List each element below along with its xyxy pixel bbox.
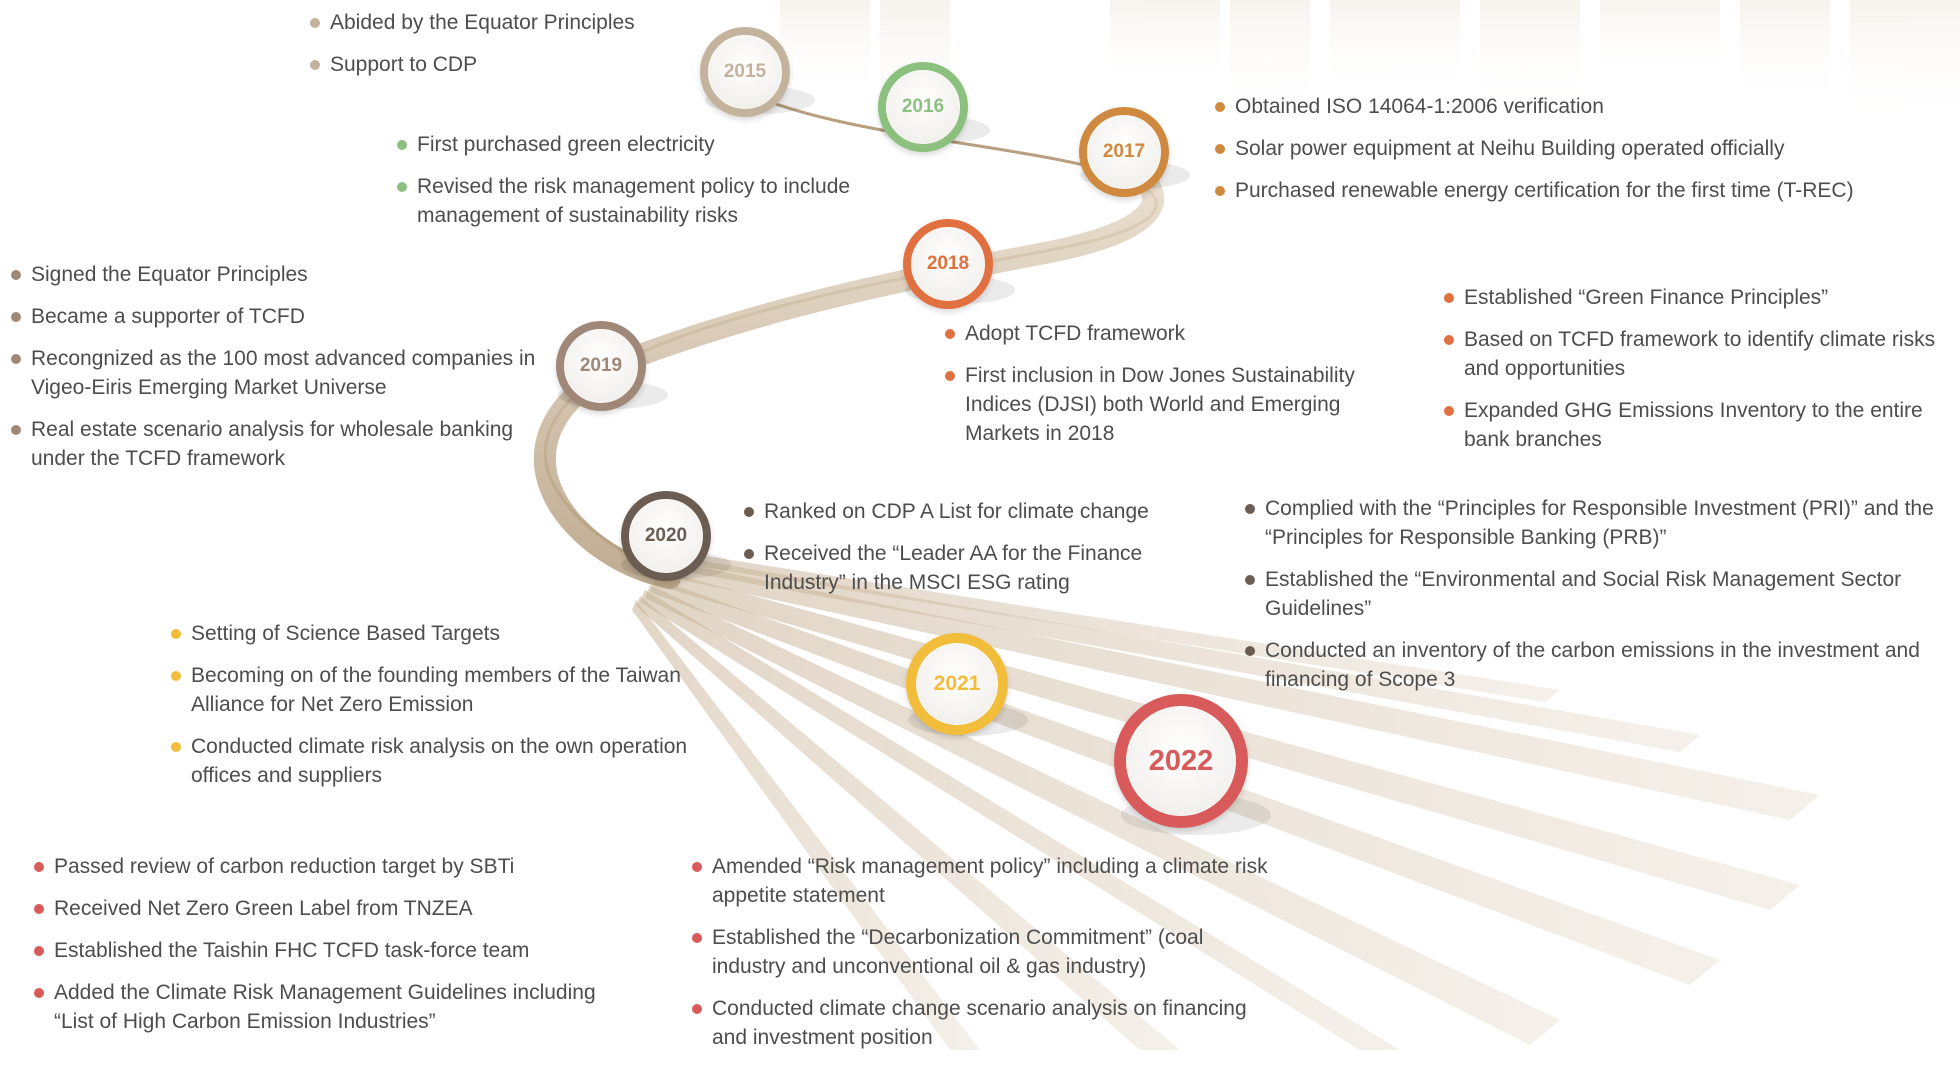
year-marker-2018: 2018	[903, 219, 993, 309]
bullet-icon	[1215, 144, 1225, 154]
year-label: 2015	[723, 61, 767, 82]
bullet-icon	[1444, 293, 1454, 303]
bullet-icon	[34, 862, 44, 872]
year-marker-2016: 2016	[878, 62, 968, 152]
bullet-icon	[1444, 406, 1454, 416]
list-item: Conducted an inventory of the carbon emi…	[1243, 636, 1943, 694]
bullet-icon	[1215, 186, 1225, 196]
year-marker-2015: 2015	[700, 27, 790, 117]
bullet-icon	[397, 182, 407, 192]
bullet-icon	[11, 312, 21, 322]
list-item: Real estate scenario analysis for wholes…	[9, 415, 549, 473]
list-item: First inclusion in Dow Jones Sustainabil…	[943, 361, 1363, 448]
list-item: Conducted climate change scenario analys…	[690, 994, 1280, 1052]
list-item: Setting of Science Based Targets	[169, 619, 739, 648]
year-marker-2019: 2019	[556, 321, 646, 411]
bullet-icon	[1245, 646, 1255, 656]
list-item: Complied with the “Principles for Respon…	[1243, 494, 1943, 552]
bullet-icon	[310, 18, 320, 28]
list-item: Established “Green Finance Principles”	[1442, 283, 1960, 312]
year-label: 2020	[644, 525, 688, 546]
events-2018-right: Established “Green Finance Principles” B…	[1442, 283, 1960, 467]
events-2015: Abided by the Equator Principles Support…	[308, 8, 728, 92]
list-item: Purchased renewable energy certification…	[1213, 176, 1953, 205]
list-item: Abided by the Equator Principles	[308, 8, 728, 37]
year-label: 2022	[1148, 744, 1214, 777]
events-2020-right: Complied with the “Principles for Respon…	[1243, 494, 1943, 707]
bullet-icon	[744, 507, 754, 517]
list-item: Passed review of carbon reduction target…	[32, 852, 612, 881]
list-item: Adopt TCFD framework	[943, 319, 1363, 348]
list-item: Ranked on CDP A List for climate change	[742, 497, 1182, 526]
events-2022-left: Passed review of carbon reduction target…	[32, 852, 612, 1049]
list-item: Becoming on of the founding members of t…	[169, 661, 739, 719]
bullet-icon	[692, 1004, 702, 1014]
year-marker-2021: 2021	[906, 633, 1008, 735]
events-2019: Signed the Equator Principles Became a s…	[9, 260, 549, 486]
list-item: Expanded GHG Emissions Inventory to the …	[1442, 396, 1960, 454]
events-2021: Setting of Science Based Targets Becomin…	[169, 619, 739, 803]
bullet-icon	[171, 671, 181, 681]
events-2022-right: Amended “Risk management policy” includi…	[690, 852, 1280, 1065]
list-item: Conducted climate risk analysis on the o…	[169, 732, 739, 790]
bullet-icon	[171, 629, 181, 639]
list-item: First purchased green electricity	[395, 130, 915, 159]
bullet-icon	[744, 549, 754, 559]
year-label: 2019	[579, 355, 623, 376]
year-marker-2022: 2022	[1114, 694, 1248, 828]
bullet-icon	[1245, 575, 1255, 585]
list-item: Established the “Environmental and Socia…	[1243, 565, 1943, 623]
list-item: Established the Taishin FHC TCFD task-fo…	[32, 936, 612, 965]
bullet-icon	[1245, 504, 1255, 514]
list-item: Became a supporter of TCFD	[9, 302, 549, 331]
list-item: Obtained ISO 14064-1:2006 verification	[1213, 92, 1953, 121]
bullet-icon	[310, 60, 320, 70]
year-label: 2021	[933, 672, 981, 695]
bullet-icon	[692, 933, 702, 943]
bullet-icon	[945, 329, 955, 339]
year-label: 2018	[926, 253, 970, 274]
bullet-icon	[11, 425, 21, 435]
list-item: Established the “Decarbonization Commitm…	[690, 923, 1280, 981]
year-marker-2017: 2017	[1079, 107, 1169, 197]
events-2018-left: Adopt TCFD framework First inclusion in …	[943, 319, 1363, 461]
events-2017: Obtained ISO 14064-1:2006 verification S…	[1213, 92, 1953, 218]
events-2020-left: Ranked on CDP A List for climate change …	[742, 497, 1182, 610]
bullet-icon	[34, 946, 44, 956]
skyline-decoration	[780, 0, 1960, 140]
bullet-icon	[171, 742, 181, 752]
bullet-icon	[11, 354, 21, 364]
list-item: Recongnized as the 100 most advanced com…	[9, 344, 549, 402]
list-item: Signed the Equator Principles	[9, 260, 549, 289]
bullet-icon	[34, 904, 44, 914]
list-item: Based on TCFD framework to identify clim…	[1442, 325, 1960, 383]
bullet-icon	[692, 862, 702, 872]
bullet-icon	[397, 140, 407, 150]
list-item: Added the Climate Risk Management Guidel…	[32, 978, 612, 1036]
list-item: Amended “Risk management policy” includi…	[690, 852, 1280, 910]
list-item: Received Net Zero Green Label from TNZEA	[32, 894, 612, 923]
list-item: Solar power equipment at Neihu Building …	[1213, 134, 1953, 163]
list-item: Revised the risk management policy to in…	[395, 172, 915, 230]
bullet-icon	[1215, 102, 1225, 112]
bullet-icon	[11, 270, 21, 280]
year-marker-2020: 2020	[621, 491, 711, 581]
bullet-icon	[34, 988, 44, 998]
bullet-icon	[1444, 335, 1454, 345]
year-label: 2016	[901, 96, 945, 117]
events-2016: First purchased green electricity Revise…	[395, 130, 915, 243]
list-item: Received the “Leader AA for the Finance …	[742, 539, 1182, 597]
list-item: Support to CDP	[308, 50, 728, 79]
bullet-icon	[945, 371, 955, 381]
year-label: 2017	[1102, 141, 1146, 162]
